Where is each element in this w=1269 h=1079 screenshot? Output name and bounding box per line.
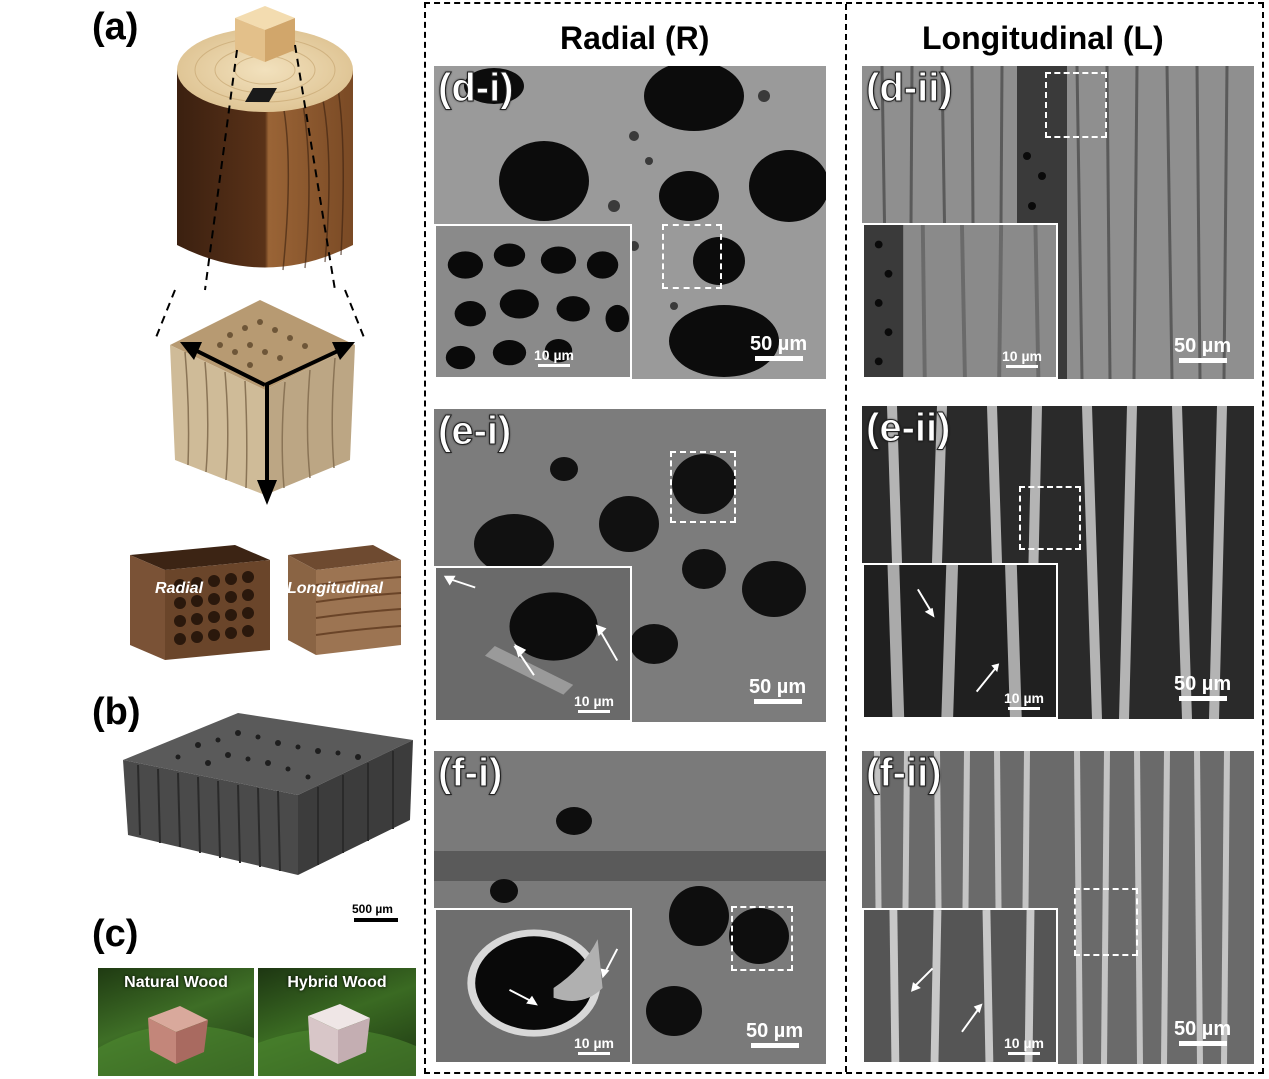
roi-box-e-i [670,451,736,523]
inset-f-i: 10 µm [434,908,632,1064]
sem-label-d-ii: (d-ii) [866,66,954,110]
roi-box-e-ii [1019,486,1081,550]
roi-box-d-i [662,224,722,289]
sem-e-ii: (e-ii) 10 µm 50 µm [862,406,1254,719]
roi-box-f-i [731,906,793,971]
panel-label-c: (c) [92,913,139,955]
column-title-radial: Radial (R) [560,20,710,56]
sem-e-i: (e-i) 10 µm 50 µm [434,409,826,722]
scale-main-e-i: 50 µm [749,677,806,704]
longitudinal-block-label: Longitudinal [287,580,383,597]
inset-f-ii: 10 µm [862,908,1058,1064]
longitudinal-block-illustration [288,545,402,655]
scale-inset-e-ii: 10 µm [1004,691,1044,710]
natural-wood-photo: Natural Wood [98,968,254,1076]
sem-label-d-i: (d-i) [438,66,515,110]
roi-box-f-ii [1074,888,1138,956]
scale-inset-e-i: 10 µm [574,694,614,713]
scale-main-d-ii: 50 µm [1174,336,1231,363]
scale-main-e-ii: 50 µm [1174,674,1231,701]
scale-inset-d-i: 10 µm [534,348,574,367]
panel-label-a: (a) [92,6,139,48]
sem-label-f-ii: (f-ii) [866,751,943,795]
sem-label-e-i: (e-i) [437,409,512,453]
sem-divider [845,4,847,1072]
porous-cube-illustration [154,289,366,505]
panel-label-b: (b) [92,691,141,733]
hybrid-wood-label: Hybrid Wood [287,974,387,991]
sem-label-e-ii: (e-ii) [865,406,951,450]
natural-wood-label: Natural Wood [124,974,228,991]
sem-f-i: (f-i) 10 µm 50 µm [434,751,826,1064]
sem-label-f-i: (f-i) [437,751,503,795]
column-title-longitudinal: Longitudinal (L) [922,20,1164,56]
ct-scale-label: 500 µm [352,902,393,916]
inset-d-ii: 10 µm [862,223,1058,379]
scale-main-f-i: 50 µm [746,1021,803,1048]
scale-main-f-ii: 50 µm [1174,1019,1231,1046]
scale-inset-d-ii: 10 µm [1002,349,1042,368]
sem-frame [424,2,1264,1074]
micro-ct-render [123,713,413,875]
radial-block-label: Radial [155,580,204,597]
scale-inset-f-i: 10 µm [574,1036,614,1055]
inset-d-i: 10 µm [434,224,632,379]
inset-e-ii: 10 µm [862,563,1058,719]
ct-scale-bar [354,918,398,922]
sem-f-ii: (f-ii) 10 µm 50 µm [862,751,1254,1064]
scale-inset-f-ii: 10 µm [1004,1036,1044,1055]
log-illustration [177,6,353,291]
scale-main-d-i: 50 µm [750,334,807,361]
sem-d-i: (d-i) 10 µm 50 µm [434,66,826,379]
hybrid-wood-photo: Hybrid Wood [258,968,416,1076]
radial-block-illustration [130,545,270,660]
inset-e-i: 10 µm [434,566,632,722]
sem-d-ii: (d-ii) 10 µm 50 µm [862,66,1254,379]
roi-box-d-ii [1045,72,1107,138]
